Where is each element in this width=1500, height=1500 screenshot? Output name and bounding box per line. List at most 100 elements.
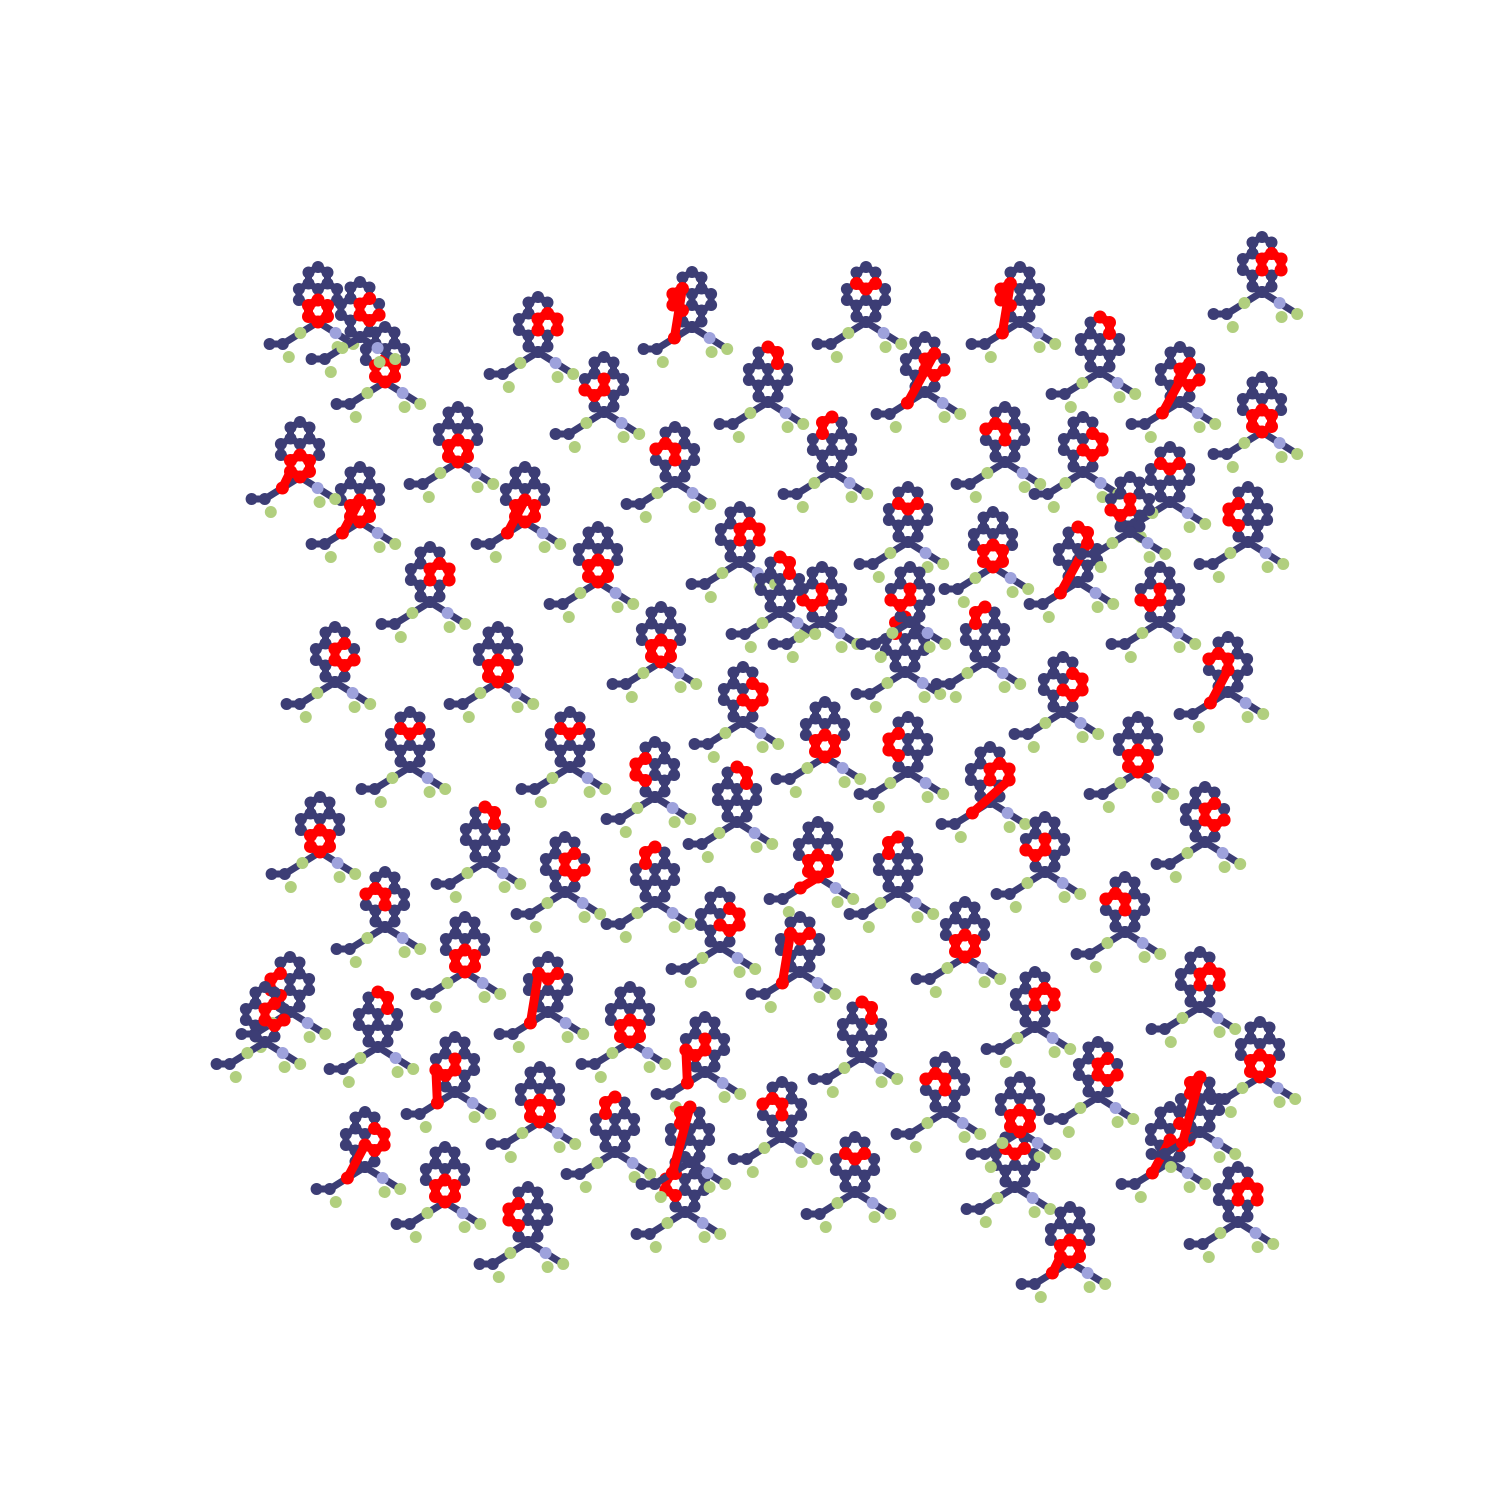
backbone-atom <box>1256 231 1268 243</box>
backbone-atom <box>979 634 991 646</box>
backbone-atom <box>556 598 569 610</box>
backbone-atom <box>349 1122 362 1135</box>
terminal-atom <box>957 596 970 608</box>
backbone-atom <box>979 623 991 635</box>
highlighted-atom <box>996 544 1009 557</box>
highlighted-atom <box>1103 327 1116 340</box>
highlighted-atom <box>1131 743 1145 757</box>
terminal-atom <box>835 641 848 653</box>
backbone-atom <box>882 503 895 515</box>
backbone-atom <box>913 610 926 623</box>
backbone-atom <box>1064 1201 1076 1213</box>
backbone-atom <box>1222 1177 1235 1190</box>
backbone-atom <box>1154 363 1167 375</box>
highlighted-atom <box>429 1179 442 1192</box>
highlighted-atom <box>986 538 1000 552</box>
backbone-atom <box>1072 1069 1085 1081</box>
backbone-atom <box>1058 844 1071 856</box>
backbone-atom <box>1086 416 1099 429</box>
terminal-atom <box>716 567 729 579</box>
highlighted-atom <box>629 757 643 771</box>
backbone-atom <box>746 710 759 723</box>
backbone-atom <box>1184 962 1197 975</box>
backbone-atom <box>1173 1150 1186 1163</box>
terminal-atom <box>929 986 942 998</box>
terminal-atom <box>264 506 277 518</box>
backbone-atom <box>292 283 305 295</box>
backbone-atom <box>609 1113 621 1125</box>
backbone-atom <box>330 943 343 955</box>
backbone-atom <box>705 288 718 300</box>
backbone-atom <box>989 450 1002 463</box>
backbone-atom <box>774 933 787 945</box>
backbone-atom <box>338 626 351 639</box>
backbone-atom <box>344 477 357 490</box>
highlighted-atom <box>994 293 1008 307</box>
backbone-atom <box>894 577 907 590</box>
highlighted-atom <box>304 829 317 842</box>
backbone-atom <box>763 893 776 905</box>
backbone-atom <box>793 573 806 585</box>
highlighted-atom <box>541 307 555 320</box>
backbone-atom <box>617 384 630 396</box>
backbone-atom <box>974 746 987 759</box>
backbone-atom <box>398 354 411 366</box>
highlighted-atom <box>1003 277 1017 290</box>
backbone-atom <box>668 769 681 781</box>
terminal-atom <box>923 641 936 653</box>
light-atom <box>919 777 932 789</box>
backbone-atom <box>923 973 936 985</box>
backbone-atom <box>583 728 596 740</box>
backbone-atom <box>488 839 501 852</box>
highlighted-atom <box>1073 1239 1086 1252</box>
highlighted-atom <box>911 497 924 510</box>
backbone-atom <box>1231 669 1244 682</box>
terminal-atom <box>471 481 484 493</box>
highlighted-atom <box>1241 1177 1255 1190</box>
backbone-atom <box>388 904 401 917</box>
backbone-atom <box>865 1034 878 1047</box>
backbone-atom <box>528 783 541 795</box>
backbone-atom <box>1008 728 1021 740</box>
backbone-atom <box>686 288 698 300</box>
backbone-atom <box>471 434 484 446</box>
terminal-atom <box>1042 611 1055 623</box>
molecule <box>853 711 950 813</box>
backbone-atom <box>743 539 756 552</box>
molecule <box>685 501 782 603</box>
backbone-atom <box>678 470 691 483</box>
terminal-atom <box>409 1231 422 1243</box>
highlighted-atom <box>461 450 474 463</box>
terminal-atom <box>557 1258 570 1270</box>
backbone-atom <box>879 294 892 306</box>
highlighted-atom <box>1155 406 1169 420</box>
backbone-atom <box>959 918 971 930</box>
backbone-atom <box>523 908 536 920</box>
backbone-atom <box>413 755 426 768</box>
highlighted-atom <box>311 293 325 307</box>
terminal-atom <box>643 1061 656 1073</box>
backbone-atom <box>373 483 386 495</box>
backbone-atom <box>404 739 416 751</box>
backbone-atom <box>1122 716 1135 729</box>
backbone-atom <box>708 1027 721 1040</box>
backbone-atom <box>559 831 571 843</box>
backbone-atom <box>1119 871 1131 883</box>
backbone-atom <box>1070 948 1083 960</box>
highlighted-atom <box>995 326 1009 340</box>
backbone-atom <box>398 343 411 355</box>
backbone-atom <box>816 616 828 628</box>
highlighted-atom <box>1217 813 1231 827</box>
highlighted-atom <box>1103 316 1116 329</box>
backbone-atom <box>767 638 780 650</box>
highlighted-atom <box>1141 749 1154 762</box>
backbone-atom <box>727 666 740 679</box>
highlighted-atom <box>793 932 807 946</box>
backbone-atom <box>1019 1004 1032 1017</box>
backbone-atom <box>1029 1021 1041 1033</box>
backbone-atom <box>964 774 977 786</box>
light-atom <box>919 547 932 559</box>
terminal-atom <box>361 387 374 399</box>
highlighted-atom <box>1045 1266 1059 1280</box>
backbone-atom <box>1273 1049 1286 1061</box>
